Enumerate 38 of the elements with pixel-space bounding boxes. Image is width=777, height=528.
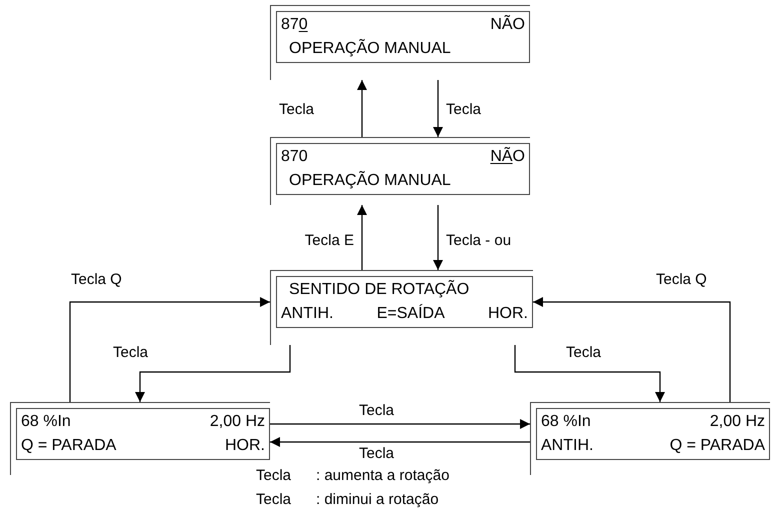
arrow xyxy=(433,205,443,270)
display-text: Q = PARADA xyxy=(21,436,116,456)
display-frame xyxy=(530,402,770,475)
arrow xyxy=(514,345,665,402)
display-text: Q = PARADA xyxy=(670,436,765,456)
arrow xyxy=(270,437,530,447)
display-text: 2,00 Hz xyxy=(710,412,765,432)
arrow xyxy=(69,297,270,402)
display-text: HOR. xyxy=(488,304,528,324)
display-text: SENTIDO DE ROTAÇÃO xyxy=(289,279,470,300)
display-text: OPERAÇÃO MANUAL xyxy=(289,170,451,191)
note-text: Tecla xyxy=(256,490,292,510)
display-text: 870 xyxy=(281,15,308,35)
arrow xyxy=(357,205,367,270)
display-text: 870 xyxy=(281,147,308,167)
display-text: HOR. xyxy=(225,436,265,456)
edge-label: Tecla Q xyxy=(70,270,123,290)
display-text: NÃO xyxy=(490,146,525,167)
edge-label: Tecla Q xyxy=(655,270,708,290)
display-text: ANTIH. xyxy=(541,436,594,456)
display-text: E=SAÍDA xyxy=(376,303,445,324)
display-text: NÃO xyxy=(490,14,525,35)
note-text: Tecla xyxy=(256,466,292,486)
arrow xyxy=(357,80,367,137)
note-text: : diminui a rotação xyxy=(316,490,439,510)
display-text: 68 %In xyxy=(21,412,71,432)
display-text: 68 %In xyxy=(541,412,591,432)
display-frame xyxy=(270,137,530,205)
note-text: : aumenta a rotação xyxy=(316,466,450,486)
arrow xyxy=(135,345,291,402)
display-frame xyxy=(270,270,533,345)
display-text: OPERAÇÃO MANUAL xyxy=(289,38,451,59)
arrow xyxy=(270,419,530,429)
arrow xyxy=(533,297,731,402)
display-text: 2,00 Hz xyxy=(210,412,265,432)
display-text: ANTIH. xyxy=(281,304,334,324)
display-frame xyxy=(270,5,530,80)
arrow xyxy=(433,80,443,137)
